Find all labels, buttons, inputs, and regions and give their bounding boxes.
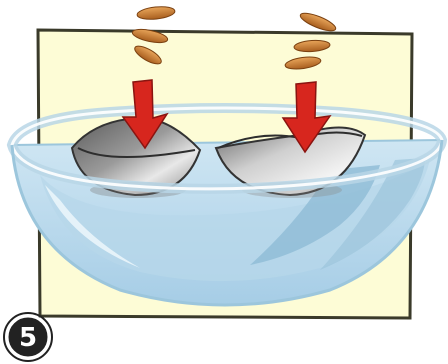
step-number: 5: [19, 323, 37, 353]
step-badge: 5: [4, 313, 52, 361]
